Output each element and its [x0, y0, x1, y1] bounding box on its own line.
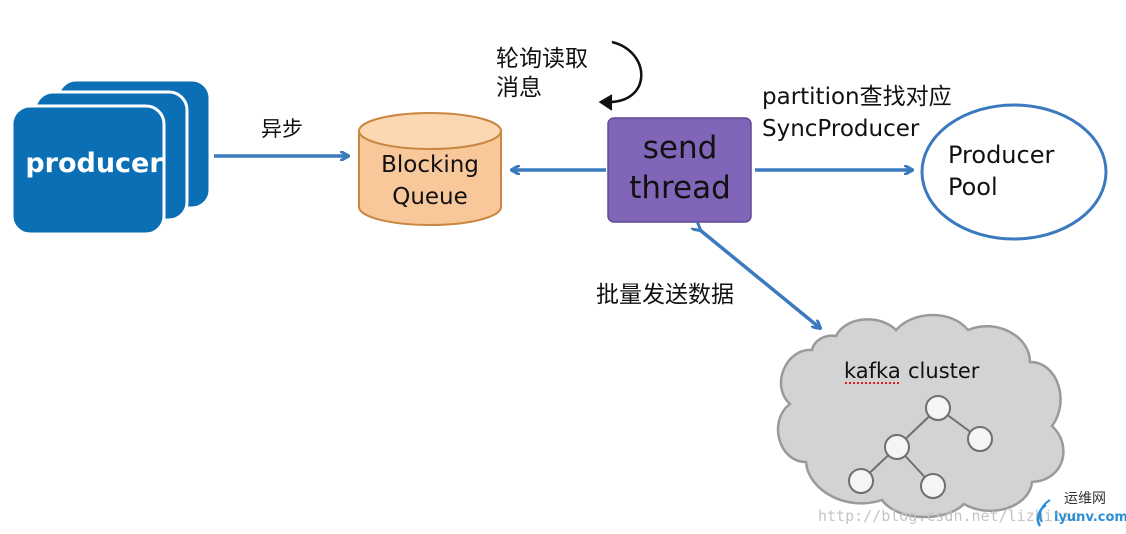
iyunv-logo-icon: [1036, 499, 1051, 527]
tree-node: [848, 468, 874, 494]
lookup-label-line1: partition查找对应: [762, 84, 952, 110]
queue-top: [358, 112, 502, 150]
producer-stack: producer: [10, 78, 212, 236]
queue-label-line2: Queue: [392, 184, 468, 210]
send-thread-line2: thread: [629, 170, 731, 206]
producer-pool-line1: Producer: [948, 141, 1054, 169]
tree-node: [884, 434, 910, 460]
blocking-queue: Blocking Queue: [358, 112, 502, 226]
cluster-tree-icon: [848, 395, 993, 499]
kafka-cloud: [776, 313, 1065, 519]
tree-node: [920, 473, 946, 499]
watermark-url: http://blog.csdn.net/lizhitao: [818, 507, 1080, 525]
producer-label: producer: [25, 148, 163, 179]
curved-return-arrow-icon: [598, 40, 643, 111]
queue-label-line1: Blocking: [381, 152, 479, 178]
kafka-cluster: kafka cluster: [776, 313, 1065, 519]
batch-send-label: 批量发送数据: [596, 282, 734, 308]
queue-body: [358, 131, 502, 226]
lookup-label-line2: SyncProducer: [762, 116, 920, 142]
kafka-label-word2: cluster: [908, 359, 980, 383]
producer-pool-line2: Pool: [948, 173, 998, 201]
producer-pool: Producer Pool: [920, 103, 1108, 241]
poll-label-line2: 消息: [496, 75, 542, 101]
producer-pool-ellipse: [920, 103, 1108, 241]
send-thread-line1: send: [643, 130, 718, 166]
async-label: 异步: [261, 117, 303, 141]
watermark-brand-cn: 运维网: [1064, 491, 1106, 507]
watermark-brand-domain: iyunv.com: [1054, 510, 1126, 525]
batch-send-arrow: [700, 230, 820, 328]
send-thread: send thread: [607, 117, 752, 223]
tree-node: [925, 395, 951, 421]
tree-node: [967, 426, 993, 452]
kafka-label-word1: kafka: [844, 359, 901, 383]
send-thread-box: [607, 117, 752, 223]
producer-card-front: [10, 104, 166, 236]
poll-label-line1: 轮询读取: [496, 46, 588, 72]
